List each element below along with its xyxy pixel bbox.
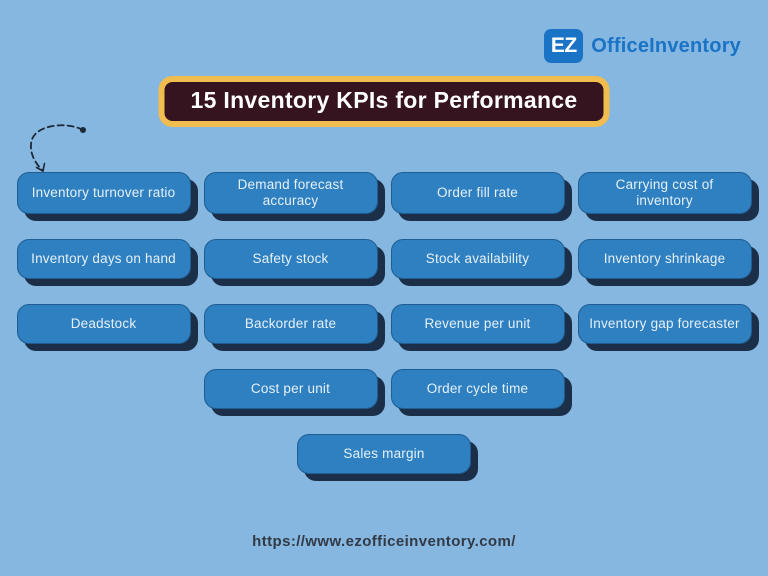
kpi-button[interactable]: Order fill rate <box>390 172 565 214</box>
kpi-grid: Inventory turnover ratio Demand forecast … <box>0 172 768 499</box>
brand-logo: EZ OfficeInventory <box>544 29 741 63</box>
kpi-button[interactable]: Inventory gap forecaster <box>577 303 752 344</box>
kpi-button[interactable]: Cost per unit <box>203 368 378 409</box>
kpi-button[interactable]: Inventory days on hand <box>16 238 191 279</box>
page-title: 15 Inventory KPIs for Performance <box>190 87 578 113</box>
kpi-row: Deadstock Backorder rate Revenue per unit I… <box>0 303 768 344</box>
kpi-button[interactable]: Safety stock <box>203 238 378 279</box>
kpi-row: Sales margin <box>0 433 768 474</box>
brand-name: OfficeInventory <box>591 34 741 57</box>
kpi-button[interactable]: Backorder rate <box>203 303 378 344</box>
ez-logo-icon: EZ <box>544 29 584 63</box>
curved-arrow-icon <box>30 124 86 172</box>
kpi-row: Inventory turnover ratio Demand forecast … <box>0 172 768 214</box>
footer-url: https://www.ezofficeinventory.com/ <box>252 533 516 550</box>
kpi-row: Inventory days on hand Safety stock Stock … <box>0 238 768 279</box>
kpi-button[interactable]: Carrying cost of inventory <box>577 172 752 214</box>
kpi-button[interactable]: Deadstock <box>16 303 191 344</box>
kpi-button[interactable]: Inventory turnover ratio <box>16 172 191 214</box>
kpi-button[interactable]: Revenue per unit <box>390 303 565 344</box>
kpi-button[interactable]: Inventory shrinkage <box>577 238 752 279</box>
kpi-button[interactable]: Sales margin <box>297 433 471 474</box>
kpi-button[interactable]: Order cycle time <box>390 368 565 409</box>
title-banner: 15 Inventory KPIs for Performance <box>158 76 610 127</box>
kpi-row: Cost per unit Order cycle time <box>0 368 768 409</box>
kpi-button[interactable]: Demand forecast accuracy <box>203 172 378 214</box>
kpi-button[interactable]: Stock availability <box>390 238 565 279</box>
